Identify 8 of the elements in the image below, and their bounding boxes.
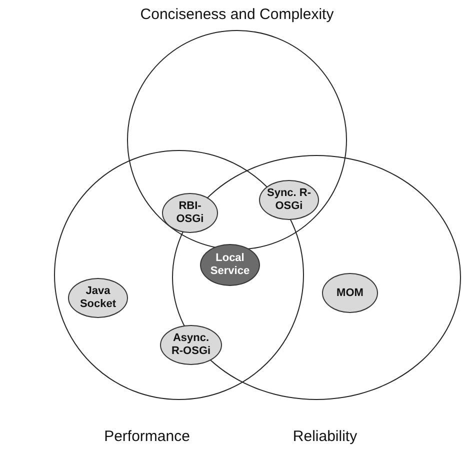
approach-ellipse: MOM — [322, 273, 378, 313]
set-label: Performance — [104, 428, 190, 445]
approach-ellipse: Sync. R-OSGi — [259, 180, 319, 220]
approach-ellipse: Local Service — [200, 244, 260, 286]
set-label: Conciseness and Complexity — [140, 6, 334, 23]
set-label: Reliability — [292, 428, 358, 445]
approach-ellipse: Java Socket — [68, 278, 128, 318]
approach-ellipse: RBI-OSGi — [162, 193, 218, 233]
